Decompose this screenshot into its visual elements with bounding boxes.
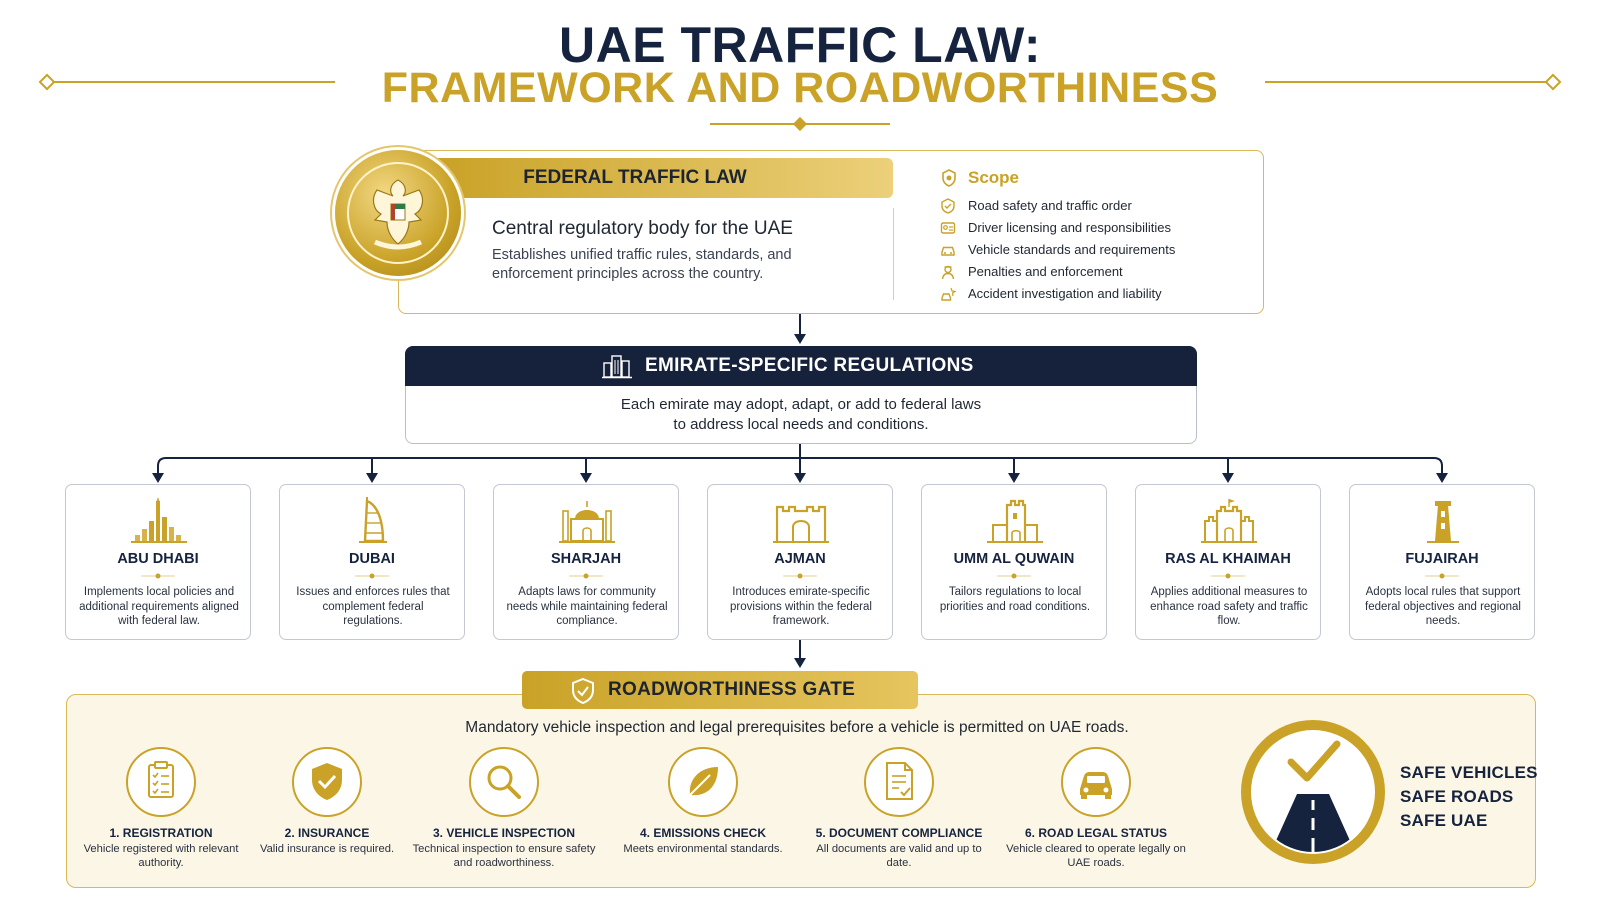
burj-al-arab-icon (359, 497, 387, 543)
shield-check-icon (572, 677, 594, 705)
scope-item: Vehicle standards and requirements (968, 242, 1176, 257)
card-separator (783, 573, 817, 579)
federal-description: Establishes unified traffic rules, stand… (492, 247, 792, 282)
emirate-description: Applies additional measures to enhance r… (1150, 586, 1308, 627)
skyline-icon (131, 497, 187, 543)
step-insurance (292, 747, 362, 817)
step-title: 4. EMISSIONS CHECK (639, 826, 767, 840)
emirate-regulations-header (405, 346, 1197, 386)
emirate-card-sharjah: SHARJAH Adapts laws for community needs … (493, 484, 679, 640)
mosque-icon (559, 501, 615, 543)
step-description: Meets environmental standards. (623, 843, 783, 855)
scope-title: Scope (968, 168, 1020, 187)
document-check-icon (886, 762, 913, 800)
emirate-regulations-title: EMIRATE-SPECIFIC REGULATIONS (645, 355, 974, 376)
step-title: 3. VEHICLE INSPECTION (432, 826, 576, 840)
step-title: 6. ROAD LEGAL STATUS (1024, 826, 1167, 840)
road-safety-icon (941, 198, 955, 214)
step-vehicle-inspection (469, 747, 539, 817)
car-icon (1080, 772, 1112, 799)
clipboard-icon (148, 761, 174, 798)
magnifier-icon (487, 765, 521, 799)
page-subtitle: FRAMEWORK AND ROADWORTHINESS (381, 64, 1219, 112)
emirate-card-dubai: DUBAI Issues and enforces rules that com… (279, 484, 465, 640)
step-title: 5. DOCUMENT COMPLIANCE (815, 826, 983, 840)
roadworthiness-title: ROADWORTHINESS GATE (608, 679, 856, 700)
emirate-name: ABU DHABI (117, 551, 199, 567)
castle-icon (1201, 499, 1257, 543)
license-icon (940, 222, 956, 234)
fort-tower-icon (987, 499, 1043, 543)
federal-banner-label: FEDERAL TRAFFIC LAW (523, 167, 747, 188)
emirate-name: SHARJAH (550, 551, 622, 567)
shield-check-icon (312, 763, 342, 800)
roadworthiness-banner (522, 671, 918, 709)
card-separator (355, 573, 389, 579)
emirate-card-umm-al-quwain: UMM AL QUWAIN Tailors regulations to loc… (921, 484, 1107, 640)
roadworthiness-description: Mandatory vehicle inspection and legal p… (465, 719, 1129, 736)
emirate-name: RAS AL KHAIMAH (1165, 551, 1291, 567)
card-separator (569, 573, 603, 579)
accident-icon (941, 287, 956, 301)
leaf-icon (689, 767, 718, 796)
scope-item: Accident investigation and liability (968, 286, 1162, 301)
falcon-emblem-icon (335, 150, 461, 276)
emirate-regulations-text: to address local needs and conditions. (673, 416, 929, 433)
fort-gate-icon (773, 505, 829, 543)
federal-banner (438, 158, 893, 198)
federal-subtitle: Central regulatory body for the UAE (492, 218, 793, 239)
emirate-name: AJMAN (774, 551, 826, 567)
emirate-card-ajman: AJMAN Introduces emirate-specific provis… (707, 484, 893, 640)
emirate-card-fujairah: FUJAIRAH Adopts local rules that support… (1349, 484, 1535, 640)
emirate-name: FUJAIRAH (1405, 551, 1479, 567)
emirate-description: Adapts laws for community needs while ma… (506, 586, 668, 627)
emirate-card-ras-al-khaimah: RAS AL KHAIMAH Applies additional measur… (1135, 484, 1321, 640)
step-title: 2. INSURANCE (284, 826, 370, 840)
step-description: Vehicle cleared to operate legally on UA… (1006, 843, 1186, 869)
scope-item: Road safety and traffic order (968, 198, 1132, 213)
buildings-icon (602, 355, 632, 379)
emirate-description: Tailors regulations to local priorities … (939, 586, 1091, 613)
emirate-card-abu-dhabi: ABU DHABI Implements local policies and … (65, 484, 251, 640)
step-title: 1. REGISTRATION (109, 826, 213, 840)
emirate-regulations-text: Each emirate may adopt, adapt, or add to… (620, 396, 982, 413)
emirate-description: Introduces emirate-specific provisions w… (730, 586, 872, 627)
watchtower-icon (1427, 501, 1459, 543)
scope-icon (942, 169, 956, 187)
page-title: UAE TRAFFIC LAW: (558, 17, 1042, 73)
card-separator (997, 573, 1031, 579)
step-registration (126, 747, 196, 817)
card-separator (141, 573, 175, 579)
step-description: Vehicle registered with relevant authori… (83, 843, 239, 869)
vehicle-icon (941, 246, 955, 256)
safe-uae-text: SAFE UAE (1400, 811, 1488, 830)
emirate-name: UMM AL QUWAIN (953, 551, 1075, 567)
officer-icon (941, 265, 955, 280)
safe-roads-text: SAFE ROADS (1400, 787, 1514, 806)
emirate-description: Implements local policies and additional… (79, 586, 239, 627)
card-separator (1425, 573, 1459, 579)
federal-divider (893, 208, 894, 300)
safe-vehicles-text: SAFE VEHICLES (1400, 763, 1538, 782)
safe-road-badge-icon (1241, 720, 1385, 864)
step-description: Valid insurance is required. (259, 843, 395, 855)
step-emissions-check (668, 747, 738, 817)
card-separator (1211, 573, 1245, 579)
scope-item: Penalties and enforcement (968, 264, 1123, 279)
emirate-description: Issues and enforces rules that complemen… (296, 586, 450, 627)
emirate-description: Adopts local rules that support federal … (1365, 586, 1521, 627)
emirate-name: DUBAI (349, 551, 395, 567)
step-road-legal-status (1061, 747, 1131, 817)
step-description: All documents are valid and up to date. (816, 843, 982, 869)
scope-item: Driver licensing and responsibilities (968, 220, 1172, 235)
step-document-compliance (864, 747, 934, 817)
step-description: Technical inspection to ensure safety an… (412, 843, 596, 869)
